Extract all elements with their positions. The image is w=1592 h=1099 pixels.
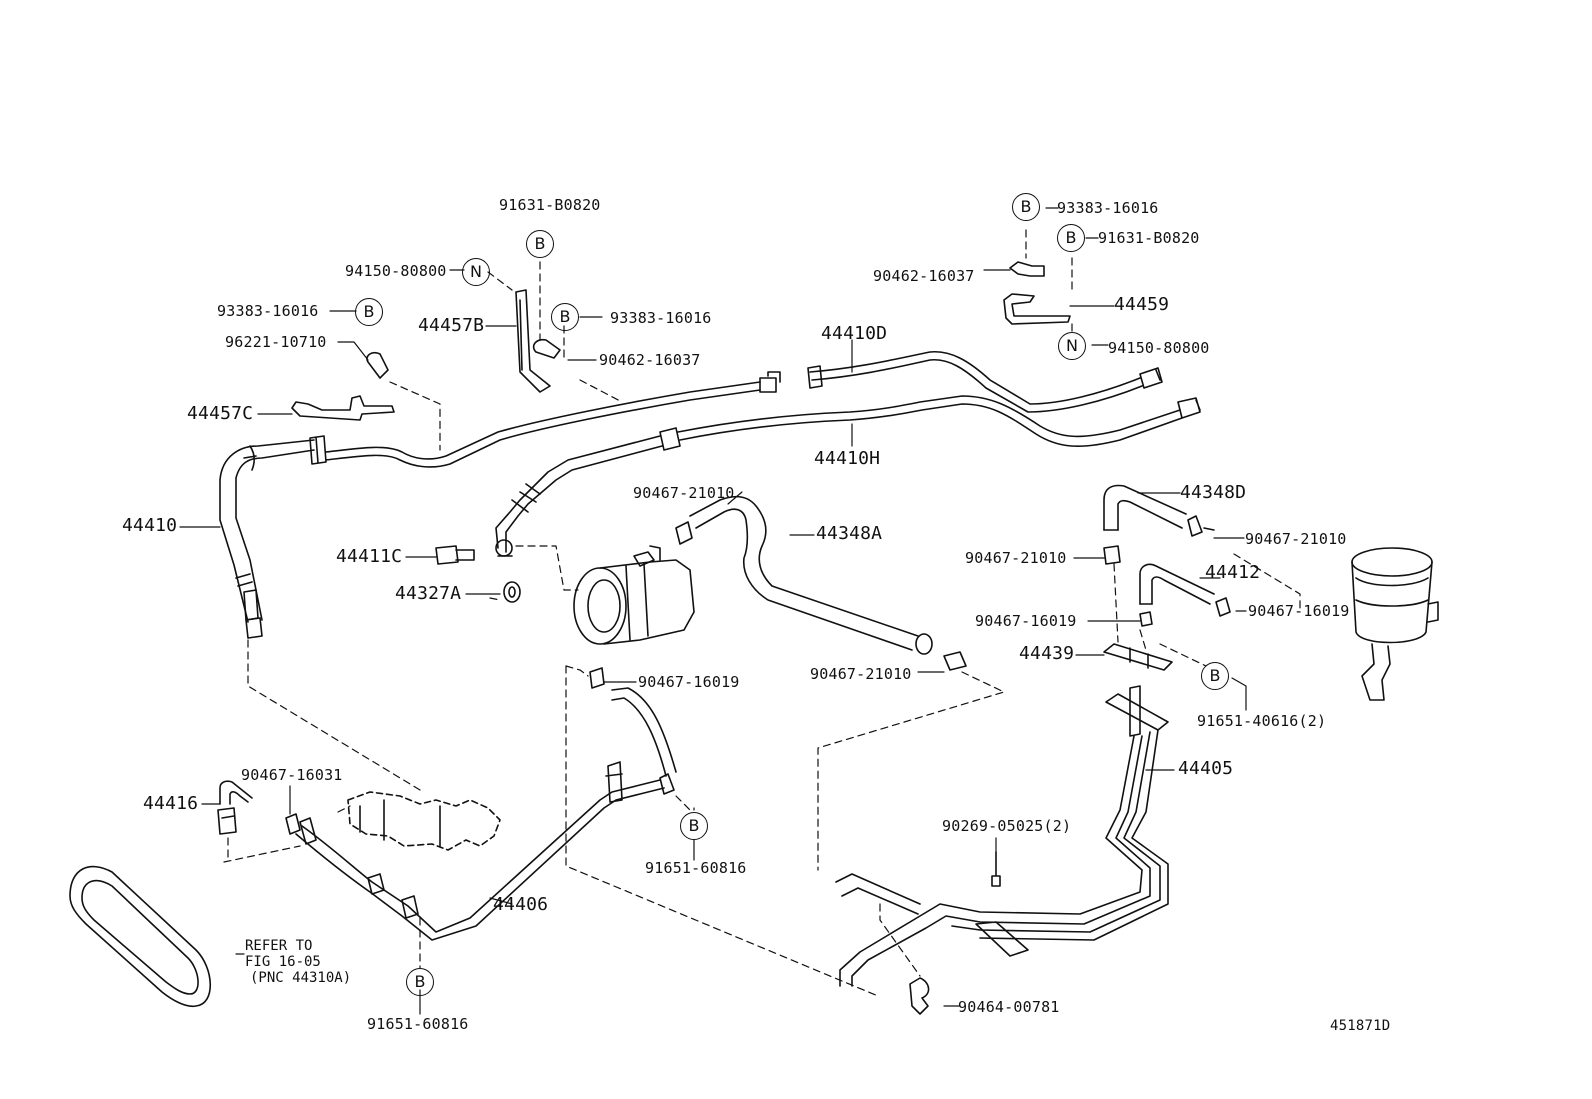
pipe-44410D [807,350,1163,413]
bolt-symbol-icon: B [526,230,554,258]
cooler-pipe-44405 [835,685,1169,987]
hose-44416 [217,780,301,835]
label-90467-16019-mid: 90467-16019 [975,612,1077,630]
fittings-44411C-44327A [435,545,521,603]
label-90467-16019-low: 90467-16019 [638,673,740,691]
bolt-symbol-icon: B [1012,193,1040,221]
hose-44348D [1103,484,1203,565]
label-96221-10710: 96221-10710 [225,333,327,351]
label-91651-40616: 91651-40616(2) [1197,712,1327,730]
bolt-symbol-icon: B [406,968,434,996]
bracket-44457C [291,351,395,421]
leader-lines [179,207,1247,1015]
label-90462-16037-right: 90462-16037 [873,267,975,285]
label-44412: 44412 [1205,562,1261,583]
power-steering-pump [573,545,695,645]
bolt-90269-05025 [991,851,1001,887]
label-90467-21010-d: 90467-21010 [810,665,912,683]
nut-symbol-icon: N [462,258,490,286]
label-44410D: 44410D [821,323,888,344]
bolt-symbol-icon: B [680,812,708,840]
label-44410: 44410 [122,515,178,536]
label-94150-80800-right: 94150-80800 [1108,339,1210,357]
label-90467-16031: 90467-16031 [241,766,343,784]
label-44416: 44416 [143,793,199,814]
label-90464-00781: 90464-00781 [958,998,1060,1016]
label-91631-B0820-top: 91631-B0820 [499,196,601,214]
label-91631-B0820-right: 91631-B0820 [1098,229,1200,247]
return-pipe-44410H [495,395,1201,557]
label-44459: 44459 [1114,294,1170,315]
label-90467-21010-b: 90467-21010 [1245,530,1347,548]
bolt-symbol-icon: B [1201,662,1229,690]
label-93383-16016-mid: 93383-16016 [610,309,712,327]
bracket-44457B [515,289,561,393]
reference-note-line1: REFER TO [245,938,313,954]
label-91651-60816-mid: 91651-60816 [645,859,747,877]
clamps [589,527,1215,1015]
reference-note-line3: (PNC 44310A) [250,970,352,986]
reservoir [1351,547,1439,701]
label-44411C: 44411C [336,546,403,567]
label-44439: 44439 [1019,643,1075,664]
steering-gear [347,791,501,851]
drive-belt [69,865,212,1008]
bracket-44439 [1103,643,1173,671]
bolt-symbol-icon: B [355,298,383,326]
label-90462-16037-mid: 90462-16037 [599,351,701,369]
label-44406: 44406 [493,894,549,915]
label-90467-21010-a: 90467-21010 [633,484,735,502]
label-90467-21010-c: 90467-21010 [965,549,1067,567]
label-44410H: 44410H [814,448,881,469]
label-44348D: 44348D [1180,482,1247,503]
bolt-symbol-icon: B [1057,224,1085,252]
label-44348A: 44348A [816,523,883,544]
label-44457B: 44457B [418,315,485,336]
reference-lines [223,229,1301,997]
label-93383-16016-right: 93383-16016 [1057,199,1159,217]
label-44457C: 44457C [187,403,254,424]
label-91651-60816-bottom: 91651-60816 [367,1015,469,1033]
bolt-symbol-icon: B [551,303,579,331]
hose-44412 [1139,563,1231,627]
label-90269-05025: 90269-05025(2) [942,817,1072,835]
hose-44348A [675,495,967,671]
figure-id: 451871D [1330,1018,1391,1034]
label-90467-16019-right: 90467-16019 [1248,602,1350,620]
pressure-hose-44410 [219,371,781,639]
label-94150-80800-left: 94150-80800 [345,262,447,280]
label-44405: 44405 [1178,758,1234,779]
nut-symbol-icon: N [1058,332,1086,360]
return-hose-44406 [295,687,677,941]
reference-note-line2: FIG 16-05 [245,954,321,970]
label-93383-16016-left: 93383-16016 [217,302,319,320]
bracket-44459 [1003,261,1071,325]
label-44327A: 44327A [395,583,462,604]
